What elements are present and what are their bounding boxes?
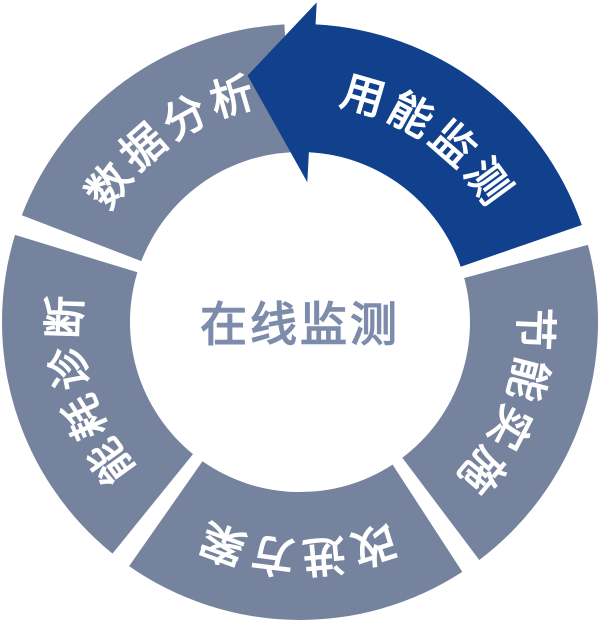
segment-energy-use-monitoring-arrow xyxy=(247,2,582,267)
segment-improvement-plan xyxy=(129,461,463,620)
center-label: 在线监测 xyxy=(200,298,400,351)
segment-data-analysis xyxy=(21,24,292,262)
center-label-text: 在线监测 xyxy=(200,298,400,351)
segment-energy-diagnosis xyxy=(1,234,193,554)
segment-energy-saving-implementation xyxy=(402,244,599,560)
